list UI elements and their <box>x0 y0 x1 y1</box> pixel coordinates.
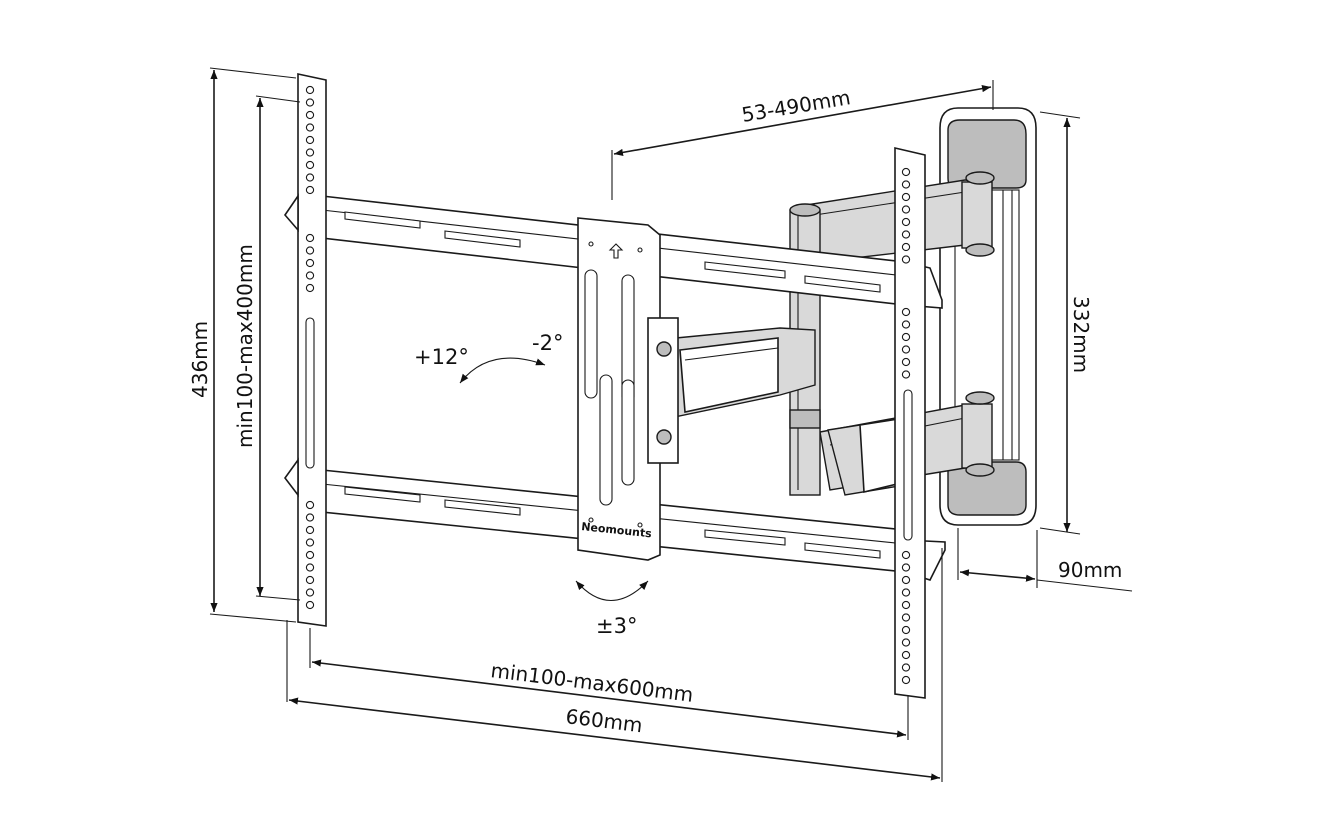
mounting-hole <box>901 230 911 239</box>
mounting-hole <box>305 600 315 610</box>
total-height-label: 436mm <box>188 321 212 398</box>
mounting-hole <box>901 205 911 214</box>
mounting-hole <box>901 370 911 379</box>
total-width-label: 660mm <box>564 704 643 737</box>
dim-wall-depth: 90mm <box>957 528 1133 592</box>
mounting-hole <box>901 332 911 342</box>
arm-extension-label: 53-490mm <box>740 85 852 127</box>
mounting-hole <box>901 345 911 354</box>
vesa-horizontal-label: min100-max600mm <box>489 658 694 707</box>
mounting-hole <box>305 538 315 547</box>
mounting-hole <box>305 563 315 572</box>
mounting-hole <box>901 550 911 560</box>
mounting-hole <box>901 242 911 252</box>
dim-total-height: 436mm <box>188 67 297 623</box>
mounting-hole <box>305 246 315 255</box>
mounting-hole <box>305 123 315 132</box>
mounting-hole <box>305 258 315 268</box>
tilt-down-label: -2° <box>532 331 563 355</box>
mounting-hole <box>305 110 315 120</box>
rotation-label: ±3° <box>596 614 637 638</box>
mounting-hole <box>901 638 911 647</box>
mounting-hole <box>901 357 911 367</box>
mounting-hole <box>901 320 911 329</box>
mounting-hole <box>901 600 911 610</box>
mounting-hole <box>305 283 315 293</box>
mounting-hole <box>901 563 911 572</box>
mounting-hole <box>901 180 911 189</box>
mounting-hole <box>305 271 315 280</box>
mounting-hole <box>305 500 315 510</box>
mounting-hole <box>305 85 315 95</box>
mounting-hole <box>305 160 315 170</box>
mounting-hole <box>901 255 911 264</box>
dim-total-width: 660mm <box>286 548 943 782</box>
mounting-hole <box>901 650 911 660</box>
wall-plate-height-label: 332mm <box>1069 296 1093 373</box>
mounting-hole <box>305 588 315 597</box>
mounting-hole <box>901 588 911 597</box>
mounting-hole <box>305 513 315 522</box>
mounting-hole <box>305 525 315 535</box>
centre-plate: Neomounts <box>577 217 679 561</box>
mounting-hole <box>305 185 315 195</box>
mounting-hole <box>305 148 315 157</box>
mounting-hole <box>901 167 911 177</box>
mounting-hole <box>305 135 315 145</box>
tilt-up-label: +12° <box>414 345 469 369</box>
mounting-hole <box>901 663 911 672</box>
rotation-indicator: ±3° <box>575 580 649 638</box>
mounting-hole <box>901 675 911 685</box>
vertical-rail-right <box>894 146 926 699</box>
vertical-rail-left <box>283 73 327 627</box>
dim-wall-plate-height: 332mm <box>1039 111 1093 535</box>
mounting-hole <box>305 233 315 243</box>
mounting-hole <box>901 192 911 202</box>
mounting-hole <box>305 550 315 560</box>
mounting-hole <box>901 613 911 622</box>
dim-arm-extension: 53-490mm <box>611 80 994 200</box>
tilt-indicator: +12° -2° <box>414 331 563 384</box>
mounting-hole <box>305 575 315 585</box>
dim-vesa-vertical: min100-max400mm <box>233 95 301 601</box>
mounting-hole <box>901 575 911 585</box>
wall-depth-label: 90mm <box>1058 558 1122 582</box>
mounting-hole <box>305 98 315 107</box>
vesa-vertical-label: min100-max400mm <box>233 244 257 448</box>
mounting-hole <box>901 307 911 317</box>
swing-arm-middle <box>654 327 906 496</box>
mounting-hole <box>901 217 911 227</box>
mounting-hole <box>901 625 911 635</box>
mounting-hole <box>305 173 315 182</box>
